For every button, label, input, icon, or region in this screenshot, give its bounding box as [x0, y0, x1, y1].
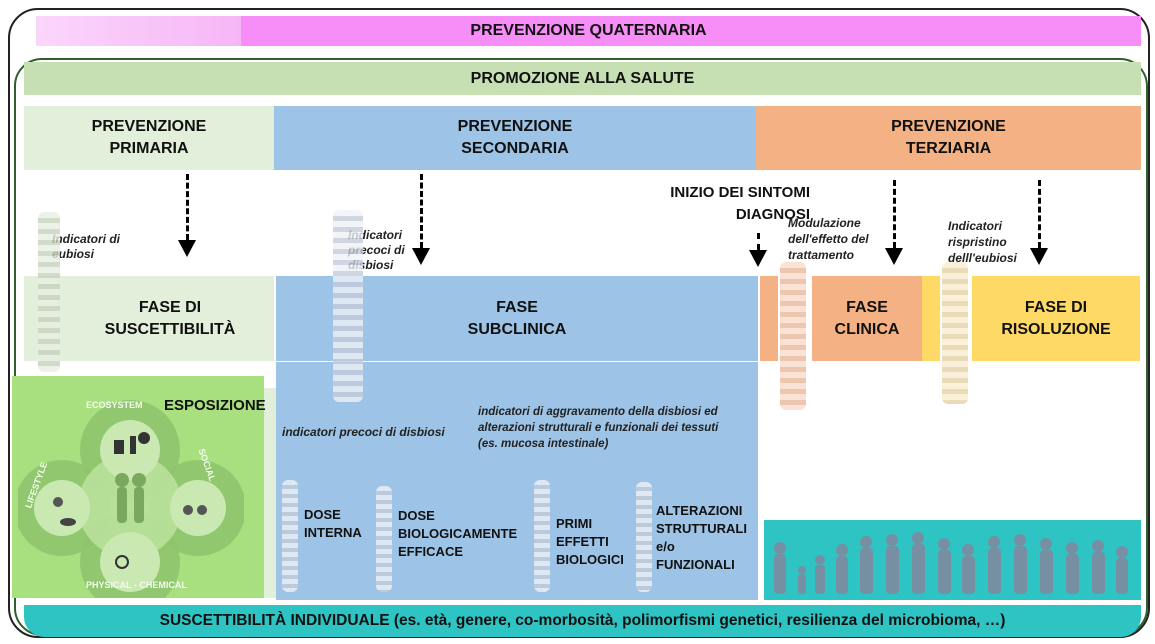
exposure-side	[264, 388, 276, 598]
fase-risoluzione-edge	[922, 276, 940, 361]
physical-chemical-ring-label: PHYSICAL - CHEMICAL	[86, 580, 187, 590]
quaternaria-label: PREVENZIONE QUATERNARIA	[470, 22, 707, 39]
microbiome-strand-risoluzione-icon	[942, 262, 968, 404]
fase-suscettibilita: FASE DI SUSCETTIBILITÀ	[104, 298, 236, 338]
people-silhouettes-icon	[774, 532, 1128, 594]
prevenzione-terziaria: PREVENZIONE TERZIARIA	[756, 106, 1141, 170]
fase-clinica: FASE CLINICA	[812, 276, 922, 361]
dose-interna-strand-icon	[282, 480, 298, 592]
modulazione-label: Modulazione dell'effetto del trattamento	[788, 216, 869, 262]
quaternaria-fade	[36, 16, 241, 46]
primi-effetti-strand-icon	[534, 480, 550, 592]
esposizione-label: ESPOSIZIONE	[164, 397, 266, 414]
exposome-diagram-icon	[18, 400, 244, 598]
indicatori-eubiosi-label: Indicatori di eubiosi	[52, 232, 121, 261]
promozione-bar: PROMOZIONE ALLA SALUTE	[24, 62, 1141, 95]
precoci-disbiosi-text: indicatori precoci di disbiosi	[282, 425, 445, 439]
prevenzione-secondaria: PREVENZIONE SECONDARIA	[274, 106, 756, 170]
outer-frame	[8, 8, 1150, 638]
dose-interna-label: DOSE INTERNA	[304, 507, 362, 540]
aggravamento-text: indicatori di aggravamento della disbios…	[478, 406, 719, 450]
ecosystem-ring-label: ECOSYSTEM	[86, 400, 143, 410]
prevenzione-primaria: PREVENZIONE PRIMARIA	[24, 106, 274, 170]
microbiome-strand-precoci-icon	[333, 210, 363, 402]
inizio-sintomi-label: INIZIO DEI SINTOMI DIAGNOSI	[670, 184, 810, 223]
fase-clinica-edge	[760, 276, 778, 361]
microbiome-strand-eubiosi-icon	[38, 212, 60, 372]
alterazioni-label: ALTERAZIONI STRUTTURALI e/o FUNZIONALI	[656, 503, 747, 572]
dose-bio-strand-icon	[376, 486, 392, 592]
primi-effetti-label: PRIMI EFFETTI BIOLOGICI	[556, 516, 624, 567]
microbiome-strand-clinica-icon	[780, 262, 806, 410]
fase-suscettibilita-box	[24, 276, 274, 361]
ripristino-label: Indicatori rispristino delll'eubiosi	[948, 219, 1017, 265]
alterazioni-strand-icon	[636, 482, 652, 592]
fase-risoluzione: FASE DI RISOLUZIONE	[972, 276, 1140, 361]
dose-bio-label: DOSE BIOLOGICAMENTE EFFICACE	[398, 508, 518, 559]
suscettibilita-individuale-bar: SUSCETTIBILITÀ INDIVIDUALE (es. età, gen…	[24, 605, 1141, 637]
